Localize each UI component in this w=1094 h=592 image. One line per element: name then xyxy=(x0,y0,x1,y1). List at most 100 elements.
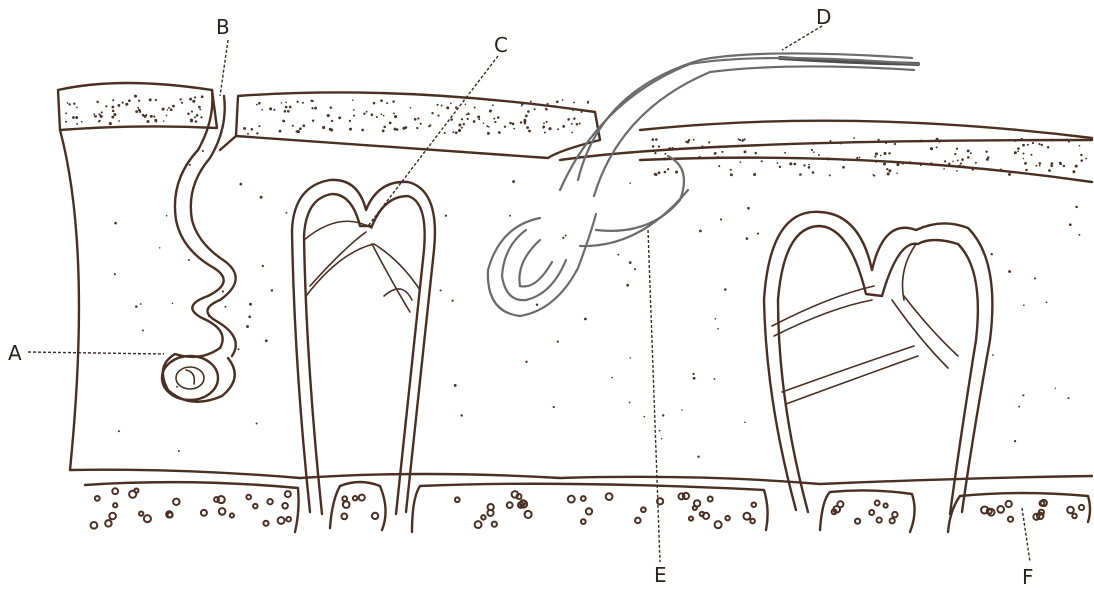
stipple-dot xyxy=(94,115,96,117)
stipple-dot xyxy=(382,130,385,133)
fat-cell xyxy=(507,502,513,508)
stipple-dot xyxy=(739,139,741,141)
stipple-dot xyxy=(526,126,529,129)
stipple-dot xyxy=(166,215,168,217)
stipple-dot xyxy=(256,132,258,134)
label-c: C xyxy=(494,33,508,57)
stipple-dot xyxy=(134,95,137,98)
stipple-dot xyxy=(114,273,116,275)
stipple-dot xyxy=(961,158,964,161)
fat-cell xyxy=(689,517,693,521)
stipple-dot xyxy=(243,127,246,130)
stipple-dot xyxy=(198,106,201,109)
stipple-dot xyxy=(1067,397,1069,399)
stipple-dot xyxy=(572,110,574,112)
stipple-dot xyxy=(166,115,168,117)
fat-cell xyxy=(700,512,704,516)
stipple-dot xyxy=(808,166,811,169)
stipple-dot xyxy=(285,212,287,214)
stipple-dot xyxy=(285,101,287,103)
stipple-dot xyxy=(135,110,138,113)
stipple-dot xyxy=(658,171,661,174)
stipple-dot xyxy=(314,107,317,110)
stipple-dot xyxy=(478,118,480,120)
stipple-dot xyxy=(153,116,155,118)
stipple-dot xyxy=(383,126,386,129)
stipple-dot xyxy=(352,99,354,101)
stipple-dot xyxy=(112,106,115,109)
stipple-dot xyxy=(194,116,196,118)
stipple-dot xyxy=(534,103,536,105)
stipple-dot xyxy=(366,111,368,113)
stipple-dot xyxy=(1017,147,1020,150)
stipple-dot xyxy=(1055,388,1056,389)
stipple-dot xyxy=(874,156,876,158)
stipple-dot xyxy=(251,128,254,131)
stipple-dot xyxy=(296,101,298,103)
stipple-dot xyxy=(580,109,583,112)
stipple-dot xyxy=(1014,151,1017,154)
stipple-dot xyxy=(373,102,376,105)
stipple-dot xyxy=(117,104,120,107)
stipple-dot xyxy=(718,165,720,167)
stipple-dot xyxy=(668,147,671,150)
stipple-dot xyxy=(747,207,750,210)
stipple-dot xyxy=(118,430,120,432)
stipple-dot xyxy=(172,303,174,305)
stipple-dot xyxy=(987,156,989,158)
stipple-dot xyxy=(331,120,333,122)
fat-cell xyxy=(113,503,117,507)
stipple-dot xyxy=(757,233,759,235)
stipple-dot xyxy=(467,118,469,120)
fat-cell xyxy=(1072,514,1077,519)
stipple-dot xyxy=(960,163,962,165)
label-b: B xyxy=(216,15,230,39)
stipple-dot xyxy=(486,125,488,127)
stipple-dot xyxy=(654,152,656,154)
stipple-dot xyxy=(1046,301,1048,303)
stipple-dot xyxy=(191,111,193,113)
stipple-dot xyxy=(1063,165,1065,167)
stipple-dot xyxy=(396,128,398,130)
stipple-dot xyxy=(651,138,654,141)
stipple-dot xyxy=(1025,169,1028,172)
stipple-dot xyxy=(428,125,430,127)
stipple-dot xyxy=(302,102,304,104)
fat-cell xyxy=(869,510,874,515)
stipple-dot xyxy=(527,110,530,113)
stipple-dot xyxy=(1008,270,1011,273)
fat-cell xyxy=(694,500,700,506)
stipple-dot xyxy=(875,152,878,155)
stipple-dot xyxy=(681,409,683,411)
stipple-dot xyxy=(875,161,877,163)
stipple-dot xyxy=(1075,206,1078,209)
stipple-dot xyxy=(170,108,173,111)
stipple-dot xyxy=(530,100,532,102)
stipple-dot xyxy=(248,315,251,318)
stipple-dot xyxy=(73,102,75,104)
stipple-dot xyxy=(67,102,69,104)
stipple-dot xyxy=(438,115,440,117)
stipple-dot xyxy=(813,151,815,153)
stipple-dot xyxy=(189,98,192,101)
stipple-dot xyxy=(222,291,224,293)
stipple-dot xyxy=(353,109,355,111)
stipple-dot xyxy=(956,165,958,167)
stipple-dot xyxy=(494,121,496,123)
stipple-dot xyxy=(154,119,157,122)
stipple-dot xyxy=(972,169,974,171)
stipple-dot xyxy=(112,110,115,113)
label-d: D xyxy=(816,5,831,29)
stipple-dot xyxy=(349,128,352,131)
stipple-dot xyxy=(444,132,446,134)
stipple-dot xyxy=(142,329,144,331)
stipple-dot xyxy=(629,402,631,404)
stipple-dot xyxy=(793,163,796,166)
stipple-dot xyxy=(746,237,749,240)
stipple-dot xyxy=(498,131,501,134)
stipple-dot xyxy=(125,103,128,106)
stipple-dot xyxy=(1066,139,1068,141)
stipple-dot xyxy=(859,157,861,159)
stipple-dot xyxy=(394,128,397,131)
stipple-dot xyxy=(195,120,198,123)
